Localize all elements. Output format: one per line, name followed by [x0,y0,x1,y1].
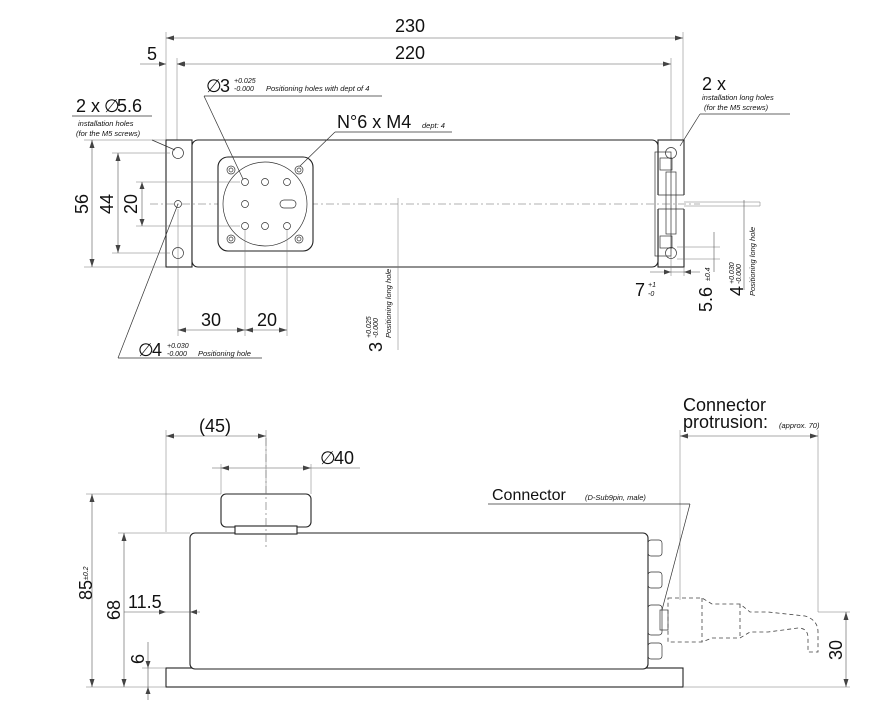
positioning-long-hole [279,199,297,209]
pos-hole-left-note: Positioning hole [198,349,251,358]
connector-protrusion-title: Connector [683,395,766,415]
pos-hole-top-dia: 3 [220,76,230,96]
m4-thread [261,178,269,186]
side-base-plate [165,667,684,688]
dim-5-6: 5.6 [696,287,716,312]
svg-text:-0: -0 [648,291,654,298]
dim-4-right-note: Positioning long hole [748,227,757,296]
svg-text:(for the M5 screws): (for the M5 screws) [76,129,141,138]
dim-30-vertical: 30 [826,640,846,660]
connector-type: (D-Sub9pin, male) [585,493,646,502]
mount-hole-top-left [172,147,184,159]
dim-7: 7 [635,280,645,300]
m4-thread [241,178,249,186]
positioning-hole-left [174,200,182,208]
dim-20-horizontal: 20 [257,310,277,330]
svg-text:±0.4: ±0.4 [705,267,712,281]
dim-5: 5 [147,44,157,64]
mount-holes-dia: 5.6 [117,96,142,116]
dim-56: 56 [72,194,92,214]
long-holes-count: 2 x [702,74,726,94]
load-plate-circle [222,161,308,247]
dim-230: 230 [395,16,425,36]
height-85: 85 [76,580,96,600]
dim-45: (45) [199,416,231,436]
side-housing [189,532,649,670]
dim-30: 30 [201,310,221,330]
svg-text:+1: +1 [648,282,656,289]
long-hole-center-note: Positioning long hole [384,269,393,338]
dim-44: 44 [97,194,117,214]
m4-thread [283,222,291,230]
connector-plug [667,597,819,653]
connector-top-view [654,151,672,257]
dim-6: 6 [128,654,148,664]
m4-thread [241,222,249,230]
svg-text:-0.000: -0.000 [736,264,743,284]
threads-label: N°6 x M4 [337,112,411,132]
svg-text:(approx. 70): (approx. 70) [779,421,820,430]
connector-label: Connector [492,487,566,504]
svg-text:-0.000: -0.000 [373,318,380,338]
mount-holes-note: installation holes [78,119,134,128]
svg-text:+0.030: +0.030 [167,343,189,350]
m4-thread [261,222,269,230]
dim-220: 220 [395,43,425,63]
svg-text:±0.2: ±0.2 [83,566,90,580]
threads-depth: dept: 4 [422,121,445,130]
m4-thread [283,178,291,186]
dia-40: 40 [334,448,354,468]
dim-20-vertical: 20 [121,194,141,214]
svg-text:+0.025: +0.025 [366,316,373,338]
positioning-hole-center [241,200,249,208]
svg-text:∅: ∅ [206,76,222,96]
svg-text:+0.025: +0.025 [234,78,256,85]
pos-hole-top-note: Positioning holes with dept of 4 [266,84,369,93]
diameter-symbol: ∅ [138,340,154,360]
svg-text:protrusion:: protrusion: [683,412,768,432]
svg-text:+0.030: +0.030 [729,262,736,284]
side-view: (45) ∅ 40 Connector protrusion: (approx.… [76,395,850,700]
svg-text:∅: ∅ [104,96,120,116]
svg-text:-0.000: -0.000 [234,86,254,93]
svg-text:∅: ∅ [320,448,336,468]
svg-text:(for the M5 screws): (for the M5 screws) [704,103,769,112]
long-holes-note: installation long holes [702,93,774,102]
top-view: 230 220 5 [72,16,790,360]
pos-hole-left-dia: 4 [152,340,162,360]
long-hole-center-value: 3 [366,342,386,352]
height-68: 68 [104,600,124,620]
mount-holes-count: 2 x [76,96,100,116]
svg-text:-0.000: -0.000 [167,351,187,358]
base-left-flange [165,139,193,268]
dim-4-right: 4 [727,286,747,296]
dim-11-5: 11.5 [128,592,162,612]
